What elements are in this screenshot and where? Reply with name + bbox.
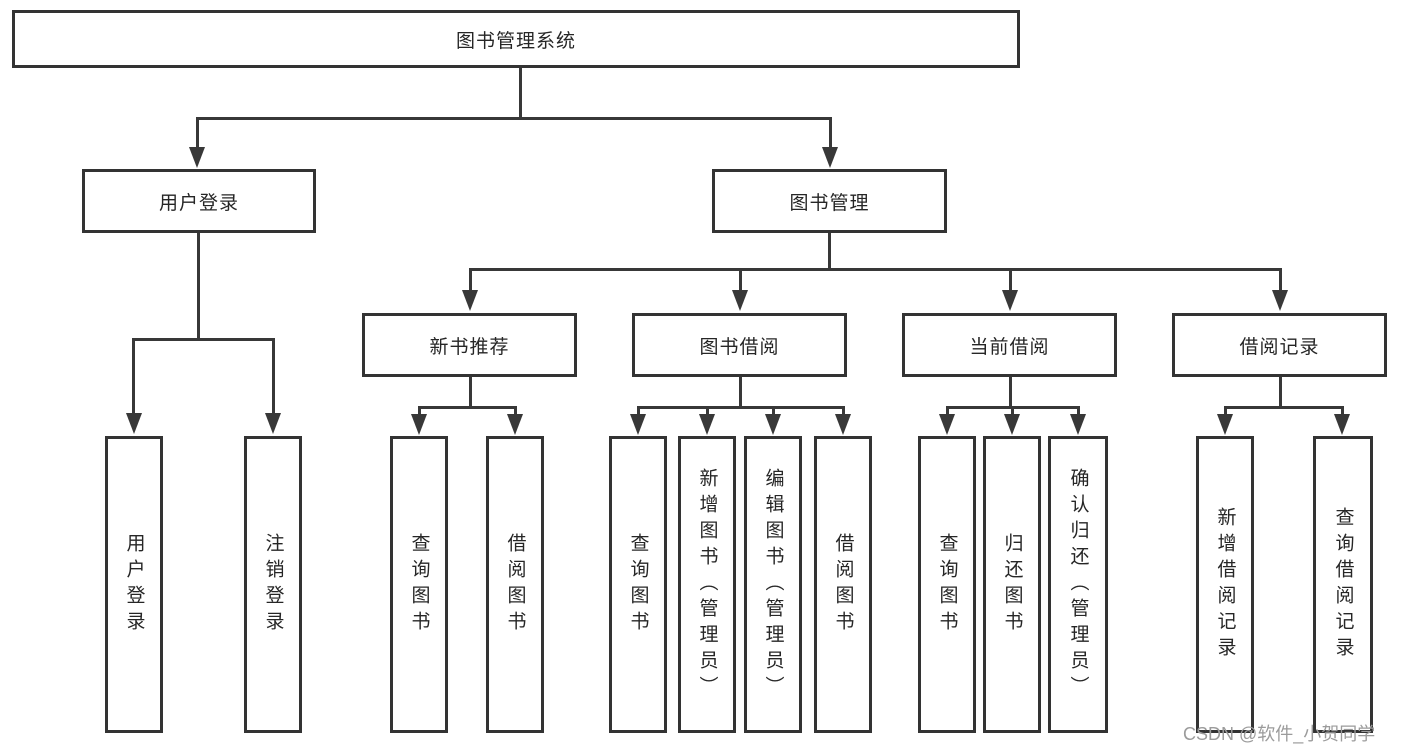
connector-vline	[739, 268, 742, 292]
connector-hline	[637, 406, 845, 409]
connector-vline	[706, 406, 709, 416]
connector-vline	[1011, 406, 1014, 416]
node-root: 图书管理系统	[12, 10, 1020, 68]
arrowhead-down-icon	[126, 413, 142, 434]
arrowhead-down-icon	[189, 147, 205, 168]
leaf-current-query: 查询图书	[918, 436, 976, 733]
connector-hline	[132, 338, 275, 341]
leaf-record-query: 查询借阅记录	[1313, 436, 1373, 733]
leaf-record-add-label: 新增借阅记录	[1214, 506, 1236, 663]
connector-vline	[1077, 406, 1080, 416]
connector-vline	[1279, 377, 1282, 409]
leaf-borrow-borrow-book-label: 借阅图书	[832, 532, 854, 637]
leaf-logout-label: 注销登录	[262, 532, 284, 637]
leaf-borrow-edit-book-label: 编辑图书（管理员）	[762, 467, 784, 702]
arrowhead-down-icon	[1334, 414, 1350, 435]
connector-vline	[739, 377, 742, 409]
leaf-current-confirm-return-label: 确认归还（管理员）	[1067, 467, 1089, 702]
connector-vline	[1279, 268, 1282, 292]
arrowhead-down-icon	[1004, 414, 1020, 435]
arrowhead-down-icon	[630, 414, 646, 435]
leaf-user-login-label: 用户登录	[123, 532, 145, 637]
connector-vline	[1009, 377, 1012, 409]
node-borrow-records-label: 借阅记录	[1239, 336, 1320, 358]
leaf-borrow-borrow-book: 借阅图书	[814, 436, 872, 733]
leaf-current-return: 归还图书	[983, 436, 1041, 733]
connector-vline	[946, 406, 949, 416]
connector-vline	[772, 406, 775, 416]
node-new-book-recommend-label: 新书推荐	[429, 336, 510, 358]
arrowhead-down-icon	[732, 290, 748, 311]
arrowhead-down-icon	[462, 290, 478, 311]
connector-vline	[418, 406, 421, 416]
leaf-record-add: 新增借阅记录	[1196, 436, 1254, 733]
connector-vline	[272, 338, 275, 414]
leaf-current-confirm-return: 确认归还（管理员）	[1048, 436, 1108, 733]
leaf-current-query-label: 查询图书	[936, 532, 958, 637]
connector-vline	[1009, 268, 1012, 292]
connector-hline	[469, 268, 1282, 271]
connector-vline	[1341, 406, 1344, 416]
arrowhead-down-icon	[265, 413, 281, 434]
leaf-newbook-query: 查询图书	[390, 436, 448, 733]
connector-vline	[519, 68, 522, 120]
node-book-borrow: 图书借阅	[632, 313, 847, 377]
connector-vline	[828, 233, 831, 271]
node-book-management: 图书管理	[712, 169, 947, 233]
leaf-user-login: 用户登录	[105, 436, 163, 733]
leaf-record-query-label: 查询借阅记录	[1332, 506, 1354, 663]
connector-hline	[1224, 406, 1344, 409]
connector-vline	[197, 233, 200, 340]
connector-vline	[196, 117, 199, 149]
connector-hline	[196, 117, 832, 120]
node-user-login-label: 用户登录	[158, 192, 239, 214]
leaf-newbook-borrow: 借阅图书	[486, 436, 544, 733]
leaf-borrow-query-label: 查询图书	[627, 532, 649, 637]
arrowhead-down-icon	[411, 414, 427, 435]
arrowhead-down-icon	[1002, 290, 1018, 311]
leaf-borrow-edit-book: 编辑图书（管理员）	[744, 436, 802, 733]
node-book-borrow-label: 图书借阅	[699, 336, 780, 358]
node-book-management-label: 图书管理	[789, 192, 870, 214]
node-current-borrow-label: 当前借阅	[969, 336, 1050, 358]
leaf-borrow-add-book: 新增图书（管理员）	[678, 436, 736, 733]
connector-vline	[514, 406, 517, 416]
node-user-login: 用户登录	[82, 169, 316, 233]
connector-vline	[469, 268, 472, 292]
arrowhead-down-icon	[1272, 290, 1288, 311]
leaf-logout: 注销登录	[244, 436, 302, 733]
arrowhead-down-icon	[835, 414, 851, 435]
connector-vline	[132, 338, 135, 414]
connector-vline	[469, 377, 472, 409]
arrowhead-down-icon	[699, 414, 715, 435]
arrowhead-down-icon	[822, 147, 838, 168]
leaf-current-return-label: 归还图书	[1001, 532, 1023, 637]
leaf-newbook-borrow-label: 借阅图书	[504, 532, 526, 637]
connector-vline	[1224, 406, 1227, 416]
connector-vline	[637, 406, 640, 416]
connector-vline	[842, 406, 845, 416]
arrowhead-down-icon	[765, 414, 781, 435]
arrowhead-down-icon	[1217, 414, 1233, 435]
connector-hline	[418, 406, 517, 409]
leaf-borrow-add-book-label: 新增图书（管理员）	[696, 467, 718, 702]
watermark: CSDN @软件_小贺同学	[1183, 724, 1376, 744]
arrowhead-down-icon	[507, 414, 523, 435]
node-current-borrow: 当前借阅	[902, 313, 1117, 377]
leaf-borrow-query: 查询图书	[609, 436, 667, 733]
node-borrow-records: 借阅记录	[1172, 313, 1387, 377]
leaf-newbook-query-label: 查询图书	[408, 532, 430, 637]
arrowhead-down-icon	[1070, 414, 1086, 435]
node-new-book-recommend: 新书推荐	[362, 313, 577, 377]
connector-vline	[829, 117, 832, 149]
arrowhead-down-icon	[939, 414, 955, 435]
node-root-label: 图书管理系统	[455, 30, 576, 52]
